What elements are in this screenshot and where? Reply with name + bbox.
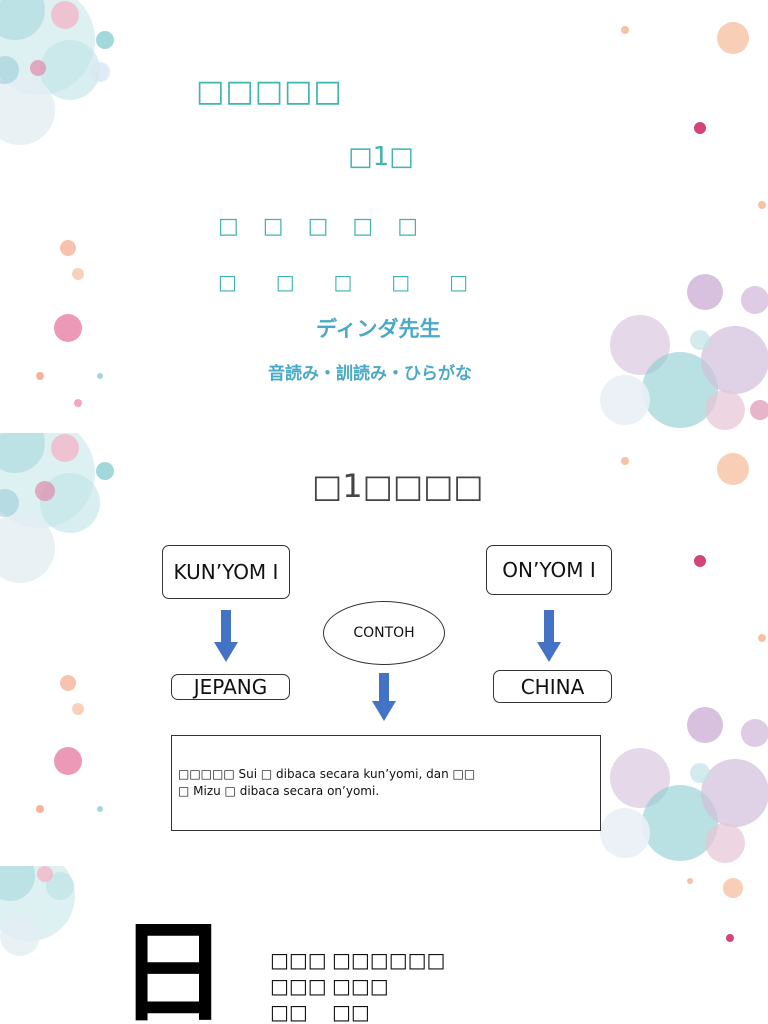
example-box: □□□□□ Sui □ dibaca secara kun’yomi, dan … xyxy=(171,735,601,831)
glyph: □ xyxy=(218,214,239,239)
reading-row: □□ □□ xyxy=(270,1000,370,1024)
kunyomi-label: KUN’YOM I xyxy=(173,560,279,584)
glyph: □ xyxy=(333,270,353,294)
teacher-name: ディンダ先生 xyxy=(316,317,441,341)
china-label: CHINA xyxy=(520,674,585,699)
slide-heading: □1□□□□ xyxy=(312,467,484,505)
watercolor-decoration xyxy=(0,433,768,863)
watercolor-decoration xyxy=(0,866,743,956)
glyph: □ xyxy=(307,214,329,239)
glyph: □ xyxy=(262,214,284,239)
kanji-character: 日 xyxy=(118,908,228,1024)
slide-title: □□□□□ □1□ □ □ □ □ □ □ □ □ □ □ ディンダ先生 音読み… xyxy=(0,0,768,433)
glyph: □ xyxy=(352,214,374,239)
example-line: □□□□□ Sui □ dibaca secara kun’yomi, dan … xyxy=(178,767,476,781)
reading-key: □□□ xyxy=(270,974,327,998)
slide-title-text: □□□□□ xyxy=(196,74,343,109)
glyph: □ xyxy=(391,270,411,294)
glyph: □ xyxy=(397,214,418,239)
reading-row: □□□ □□□ xyxy=(270,974,389,998)
contoh-label: CONTOH xyxy=(353,625,415,641)
title-row-1: □ □ □ □ □ xyxy=(218,214,418,239)
arrow-down-icon xyxy=(537,610,561,662)
glyph: □ xyxy=(275,270,295,294)
onyomi-box: ON’YOM I xyxy=(486,545,612,595)
reading-value: □□□ xyxy=(332,974,389,998)
slide-kanji: 日 □□□ □□□□□□ □□□ □□□ □□ □□ xyxy=(0,866,768,1024)
reading-row: □□□ □□□□□□ xyxy=(270,948,445,972)
kunyomi-box: KUN’YOM I xyxy=(162,545,290,599)
example-line: □ Mizu □ dibaca secara on’yomi. xyxy=(178,784,380,798)
onyomi-label: ON’YOM I xyxy=(502,558,596,582)
jepang-label: JEPANG xyxy=(193,675,268,699)
title-row-2: □ □ □ □ □ xyxy=(218,270,468,294)
arrow-down-icon xyxy=(214,610,238,662)
glyph: □ xyxy=(218,270,237,294)
slide-subtitle: 音読み・訓読み・ひらがな xyxy=(268,364,472,384)
reading-key: □□ xyxy=(270,1000,308,1024)
reading-key: □□□ xyxy=(270,948,327,972)
china-box: CHINA xyxy=(493,670,612,703)
reading-value: □□ xyxy=(332,1000,370,1024)
arrow-down-icon xyxy=(372,673,396,721)
reading-value: □□□□□□ xyxy=(332,948,446,972)
glyph: □ xyxy=(449,270,468,294)
jepang-box: JEPANG xyxy=(171,674,290,700)
lesson-number: □1□ xyxy=(348,142,414,172)
slide-reading-types: □1□□□□ KUN’YOM I ON’YOM I CONTOH JEPANG … xyxy=(0,433,768,866)
watercolor-decoration xyxy=(0,0,768,430)
contoh-ellipse: CONTOH xyxy=(323,601,445,665)
